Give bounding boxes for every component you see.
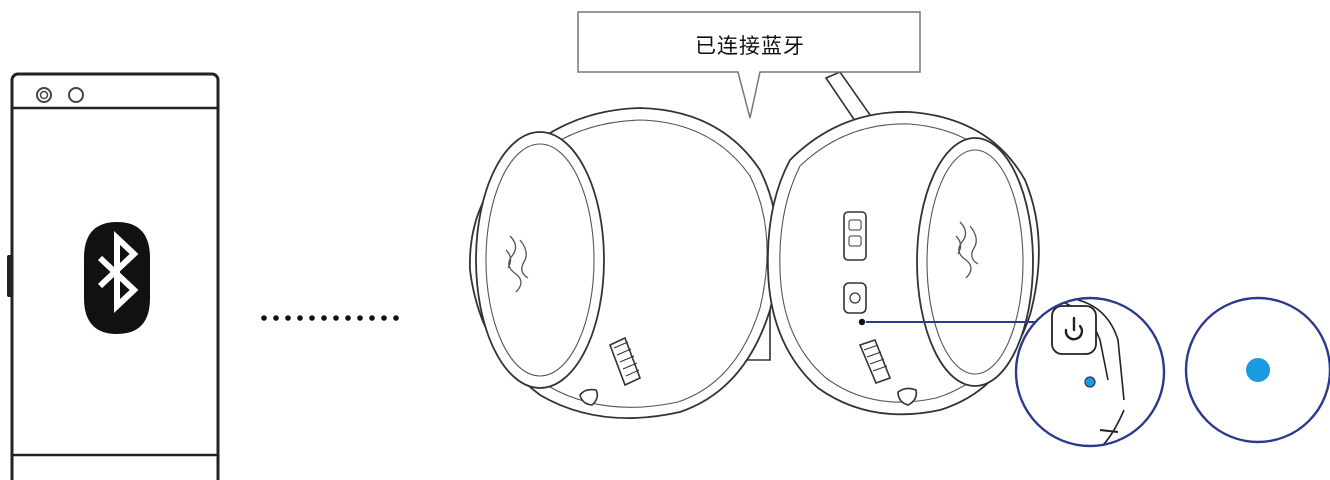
- power-button-zoom: [1014, 296, 1166, 448]
- razer-logo-icon: [505, 235, 529, 293]
- headset-power-button: [843, 282, 867, 314]
- status-led-zoom: [1184, 296, 1330, 444]
- dotted-connection-line: [261, 315, 399, 321]
- razer-logo-icon: [955, 221, 979, 279]
- headset-icon: [469, 71, 1040, 419]
- phone-side-button: [7, 255, 13, 297]
- camera-icon: [36, 87, 84, 103]
- bluetooth-connected-label: 已连接蓝牙: [695, 34, 805, 58]
- volume-wheel: [608, 336, 642, 387]
- status-led-leader: [858, 318, 1064, 326]
- status-callout-bubble: [577, 11, 921, 119]
- bluetooth-icon: [84, 222, 150, 334]
- status-led-icon: [1084, 376, 1096, 388]
- status-led-icon: [1246, 358, 1270, 382]
- volume-wheel-right: [858, 339, 892, 385]
- power-button-icon: [1064, 316, 1084, 341]
- mode-switch: [843, 211, 867, 261]
